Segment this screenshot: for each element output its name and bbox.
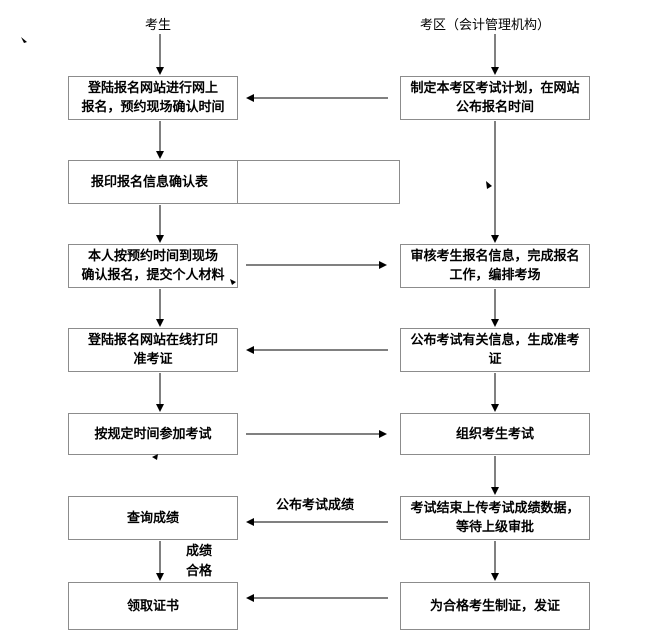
box-line: 报印报名信息确认表 <box>91 174 209 190</box>
header-examinee: 考生 <box>145 18 172 33</box>
label-scores: 成绩 <box>186 544 213 559</box>
box-publish-exam-info: 公布考试有关信息，生成准考证 <box>400 328 590 372</box>
box-line: 考试结束上传考试成绩数据， <box>410 501 580 516</box>
box-line: 本人按预约时间到现场 <box>87 249 218 264</box>
box-collect-certificate: 领取证书 <box>68 582 238 630</box>
label-publish-scores: 公布考试成绩 <box>276 498 355 513</box>
header-exam-authority: 考区（会计管理机构） <box>420 18 551 33</box>
box-line: 组织考生考试 <box>455 426 534 442</box>
stray-arrowhead-3 <box>230 279 236 285</box>
stray-arrowhead-2 <box>486 181 492 189</box>
box-line: 审核考生报名信息，完成报名 <box>410 249 580 264</box>
stray-arrowhead-4 <box>152 454 158 460</box>
box-line: 登陆报名网站进行网上 <box>87 81 218 96</box>
box-line: 公布报名时间 <box>455 100 534 115</box>
box-line: 报名，预约现场确认时间 <box>81 100 225 115</box>
box-line: 公布考试有关信息，生成准考 <box>410 333 580 348</box>
box-divider <box>237 160 238 204</box>
box-line: 等待上级审批 <box>455 520 534 535</box>
box-onsite-confirmation: 本人按预约时间到现场确认报名，提交个人材料 <box>68 244 238 288</box>
box-print-admission-ticket: 登陆报名网站在线打印准考证 <box>68 328 238 372</box>
box-check-scores: 查询成绩 <box>68 496 238 540</box>
label-pass: 合格 <box>186 564 213 579</box>
box-line: 为合格考生制证，发证 <box>429 598 560 614</box>
box-line: 准考证 <box>133 352 173 367</box>
box-line: 确认报名，提交个人材料 <box>81 268 225 283</box>
box-line: 制定本考区考试计划，在网站 <box>410 81 580 96</box>
box-online-registration: 登陆报名网站进行网上报名，预约现场确认时间 <box>68 76 238 120</box>
box-line: 按规定时间参加考试 <box>94 426 212 442</box>
box-line: 工作，编排考场 <box>449 268 541 283</box>
box-print-confirmation: 报印报名信息确认表 <box>68 160 400 204</box>
box-organize-exam: 组织考生考试 <box>400 413 590 455</box>
box-line: 证 <box>488 352 502 367</box>
box-line: 领取证书 <box>126 598 179 614</box>
stray-arrowhead-1 <box>21 37 27 43</box>
box-take-exam: 按规定时间参加考试 <box>68 413 238 455</box>
box-exam-plan: 制定本考区考试计划，在网站公布报名时间 <box>400 76 590 120</box>
box-line: 登陆报名网站在线打印 <box>87 333 218 348</box>
box-issue-certificates: 为合格考生制证，发证 <box>400 582 590 630</box>
box-review-registration: 审核考生报名信息，完成报名工作，编排考场 <box>400 244 590 288</box>
box-line: 查询成绩 <box>126 510 179 526</box>
box-upload-scores: 考试结束上传考试成绩数据， 等待上级审批 <box>400 496 590 540</box>
